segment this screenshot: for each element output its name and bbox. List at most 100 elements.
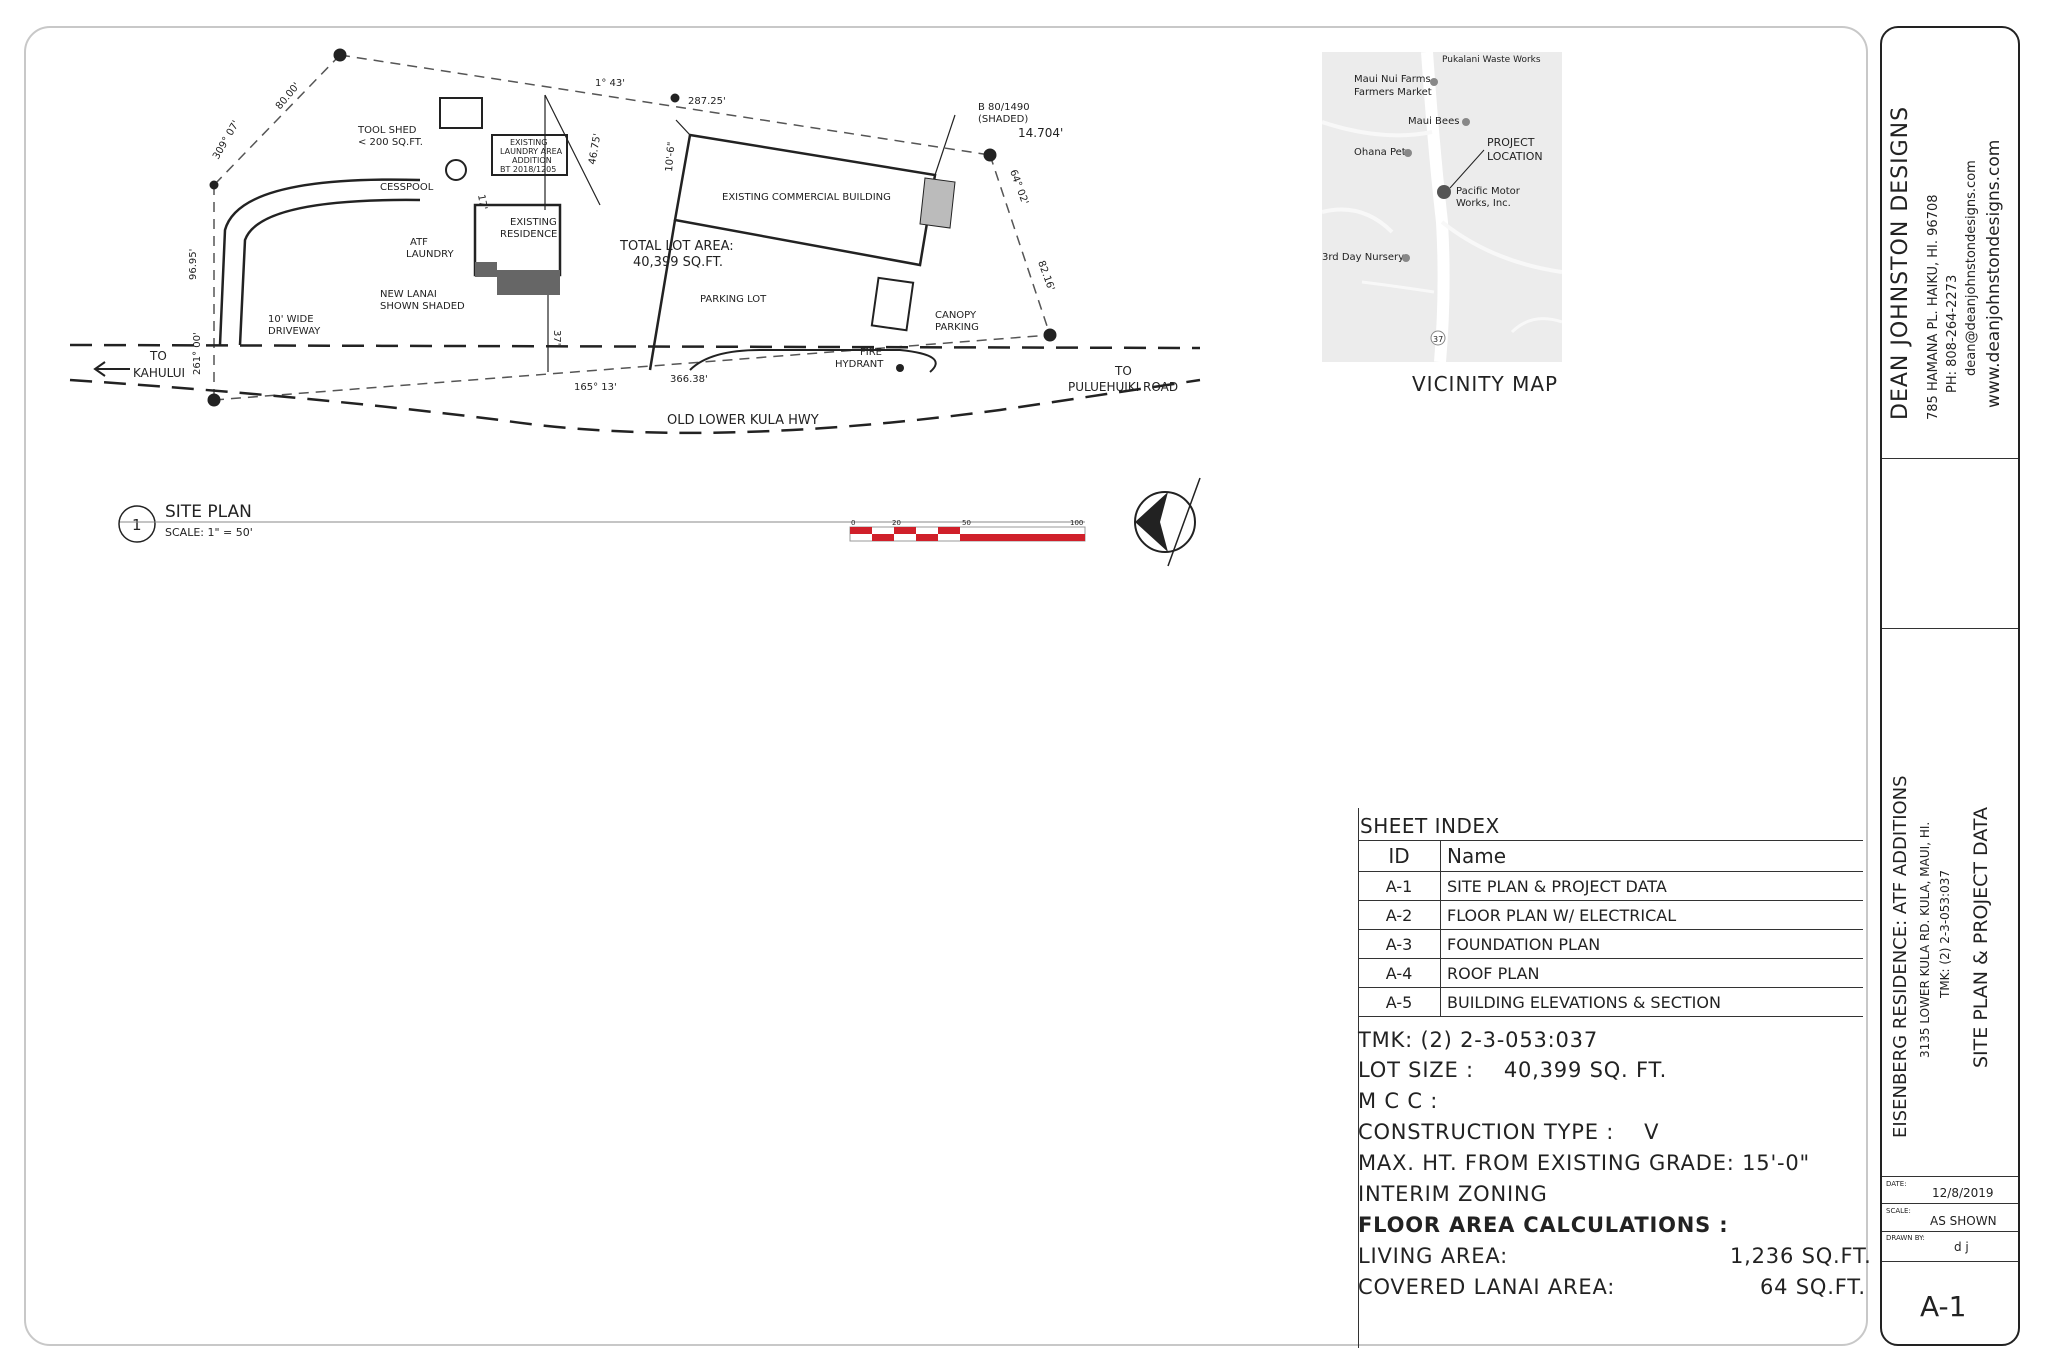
monument-nw (333, 48, 347, 62)
svg-text:80.00': 80.00' (274, 81, 303, 112)
svg-text:EXISTING: EXISTING (510, 217, 557, 228)
svg-text:EXISTING: EXISTING (510, 138, 547, 147)
svg-text:HYDRANT: HYDRANT (835, 359, 884, 370)
svg-text:10'-6": 10'-6" (664, 141, 678, 172)
svg-text:CANOPY: CANOPY (935, 310, 977, 321)
svg-text:309° 07': 309° 07' (211, 119, 242, 162)
vicinity-map: Pukalani Waste Works Maui Nui Farms Farm… (1322, 52, 1562, 362)
max-height-line: MAX. HT. FROM EXISTING GRADE: 15'-0" (1358, 1151, 1811, 1175)
svg-text:LAUNDRY: LAUNDRY (406, 249, 454, 260)
svg-text:14.704': 14.704' (1018, 126, 1063, 140)
col-id-header: ID (1358, 840, 1441, 872)
svg-text:NEW LANAI: NEW LANAI (380, 289, 437, 300)
svg-text:TOTAL LOT AREA:: TOTAL LOT AREA: (619, 239, 734, 254)
svg-text:287.25': 287.25' (688, 96, 726, 107)
site-plan-drawing: TOOL SHED < 200 SQ.FT. EXISTING LAUNDRY … (69, 48, 1201, 567)
svg-text:Ohana Pet: Ohana Pet (1354, 147, 1406, 158)
boundary-northwest (213, 54, 341, 186)
firm-email: dean@deanjohnstondesigns.com (1964, 160, 1979, 376)
svg-text:PROJECT: PROJECT (1487, 136, 1535, 149)
project-name: EISENBERG RESIDENCE: ATF ADDITIONS (1890, 775, 1911, 1138)
canopy-parking (870, 276, 915, 332)
road-edge-south (69, 378, 1201, 435)
svg-text:82.16': 82.16' (1035, 259, 1056, 292)
svg-text:Works, Inc.: Works, Inc. (1456, 198, 1511, 209)
lot-size-line: LOT SIZE : 40,399 SQ. FT. (1358, 1058, 1668, 1082)
svg-text:SHOWN SHADED: SHOWN SHADED (380, 301, 465, 312)
boundary-south (213, 334, 1051, 401)
svg-text:Maui Bees: Maui Bees (1408, 116, 1459, 127)
svg-text:CESSPOOL: CESSPOOL (380, 182, 434, 193)
svg-text:37': 37' (551, 330, 562, 345)
svg-text:FIRE: FIRE (860, 347, 882, 358)
svg-text:(SHADED): (SHADED) (978, 114, 1028, 125)
svg-text:Maui Nui Farms: Maui Nui Farms (1354, 74, 1431, 85)
site-plan-title: SITE PLAN (165, 502, 252, 522)
scale-bar: 0 20 50 100 (849, 519, 1086, 542)
driveway-inner (238, 198, 421, 346)
scale-value: AS SHOWN (1930, 1214, 1997, 1228)
svg-text:Pukalani Waste Works: Pukalani Waste Works (1442, 55, 1541, 65)
drawn-value: d j (1954, 1240, 1969, 1254)
svg-text:165° 13': 165° 13' (574, 382, 617, 393)
svg-text:KAHULUI: KAHULUI (133, 366, 185, 380)
drawing-frame (24, 26, 1868, 1346)
living-area-line: LIVING AREA: (1358, 1244, 1509, 1268)
col-name-header: Name (1440, 840, 1863, 872)
svg-text:EXISTING COMMERCIAL BUILDING: EXISTING COMMERCIAL BUILDING (722, 192, 891, 203)
floor-calc-heading: FLOOR AREA CALCULATIONS : (1358, 1213, 1729, 1237)
svg-text:RESIDENCE: RESIDENCE (500, 229, 557, 240)
svg-text:1° 43': 1° 43' (595, 78, 625, 89)
road-edge-north (69, 343, 1201, 350)
svg-text:TOOL SHED: TOOL SHED (357, 125, 417, 136)
svg-text:LOCATION: LOCATION (1487, 150, 1543, 163)
svg-text:96.95': 96.95' (188, 249, 199, 280)
tmk-line: TMK: (2) 2-3-053:037 (1358, 1028, 1599, 1052)
svg-text:Farmers Market: Farmers Market (1354, 87, 1432, 98)
boundary-east (989, 154, 1051, 336)
atf-laundry (475, 262, 497, 277)
svg-text:TO: TO (149, 349, 167, 363)
lanai-area-value: 64 SQ.FT. (1760, 1275, 1866, 1299)
scale-label: SCALE: (1886, 1207, 1911, 1215)
svg-text:B 80/1490: B 80/1490 (978, 102, 1030, 113)
firm-website: www.deanjohnstondesigns.com (1984, 139, 2004, 408)
tool-shed (439, 97, 483, 129)
sheet-index-title: SHEET INDEX (1360, 814, 1500, 838)
mcc-line: M C C : (1358, 1089, 1439, 1113)
svg-text:Pacific Motor: Pacific Motor (1456, 186, 1521, 197)
lanai-area-line: COVERED LANAI AREA: (1358, 1275, 1616, 1299)
new-lanai (497, 270, 560, 295)
svg-text:LAUNDRY AREA: LAUNDRY AREA (500, 147, 563, 156)
svg-text:PULUEHUIKI ROAD: PULUEHUIKI ROAD (1068, 380, 1178, 394)
svg-text:ADDITION: ADDITION (512, 156, 552, 165)
date-label: DATE: (1886, 1180, 1907, 1188)
svg-text:50: 50 (962, 519, 971, 527)
cesspool (445, 159, 467, 181)
svg-text:17': 17' (475, 194, 489, 211)
svg-text:40,399 SQ.FT.: 40,399 SQ.FT. (633, 255, 723, 270)
svg-text:100: 100 (1070, 519, 1083, 527)
site-plan-number-circle (118, 505, 156, 543)
zoning-line: INTERIM ZONING (1358, 1182, 1548, 1206)
project-tmk: TMK: (2) 2-3-053:037 (1938, 869, 1952, 998)
laundry-addition (491, 134, 568, 176)
svg-text:3rd Day Nursery: 3rd Day Nursery (1322, 252, 1404, 263)
firm-address: 785 HAMANA PL. HAIKU, HI. 96708 (1926, 194, 1941, 420)
svg-text:37: 37 (1433, 335, 1443, 344)
site-plan-number: 1 (132, 516, 142, 534)
svg-text:< 200 SQ.FT.: < 200 SQ.FT. (358, 137, 423, 148)
sheet-number: A-1 (1920, 1290, 1967, 1323)
north-arrow-icon (1134, 477, 1201, 567)
svg-text:DRIVEWAY: DRIVEWAY (268, 326, 321, 337)
construction-line: CONSTRUCTION TYPE : V (1358, 1120, 1660, 1144)
svg-text:64° 02': 64° 02' (1007, 168, 1030, 206)
site-plan-scale: SCALE: 1" = 50' (165, 526, 253, 539)
svg-text:20: 20 (892, 519, 901, 527)
svg-text:261° 00': 261° 00' (192, 332, 203, 375)
